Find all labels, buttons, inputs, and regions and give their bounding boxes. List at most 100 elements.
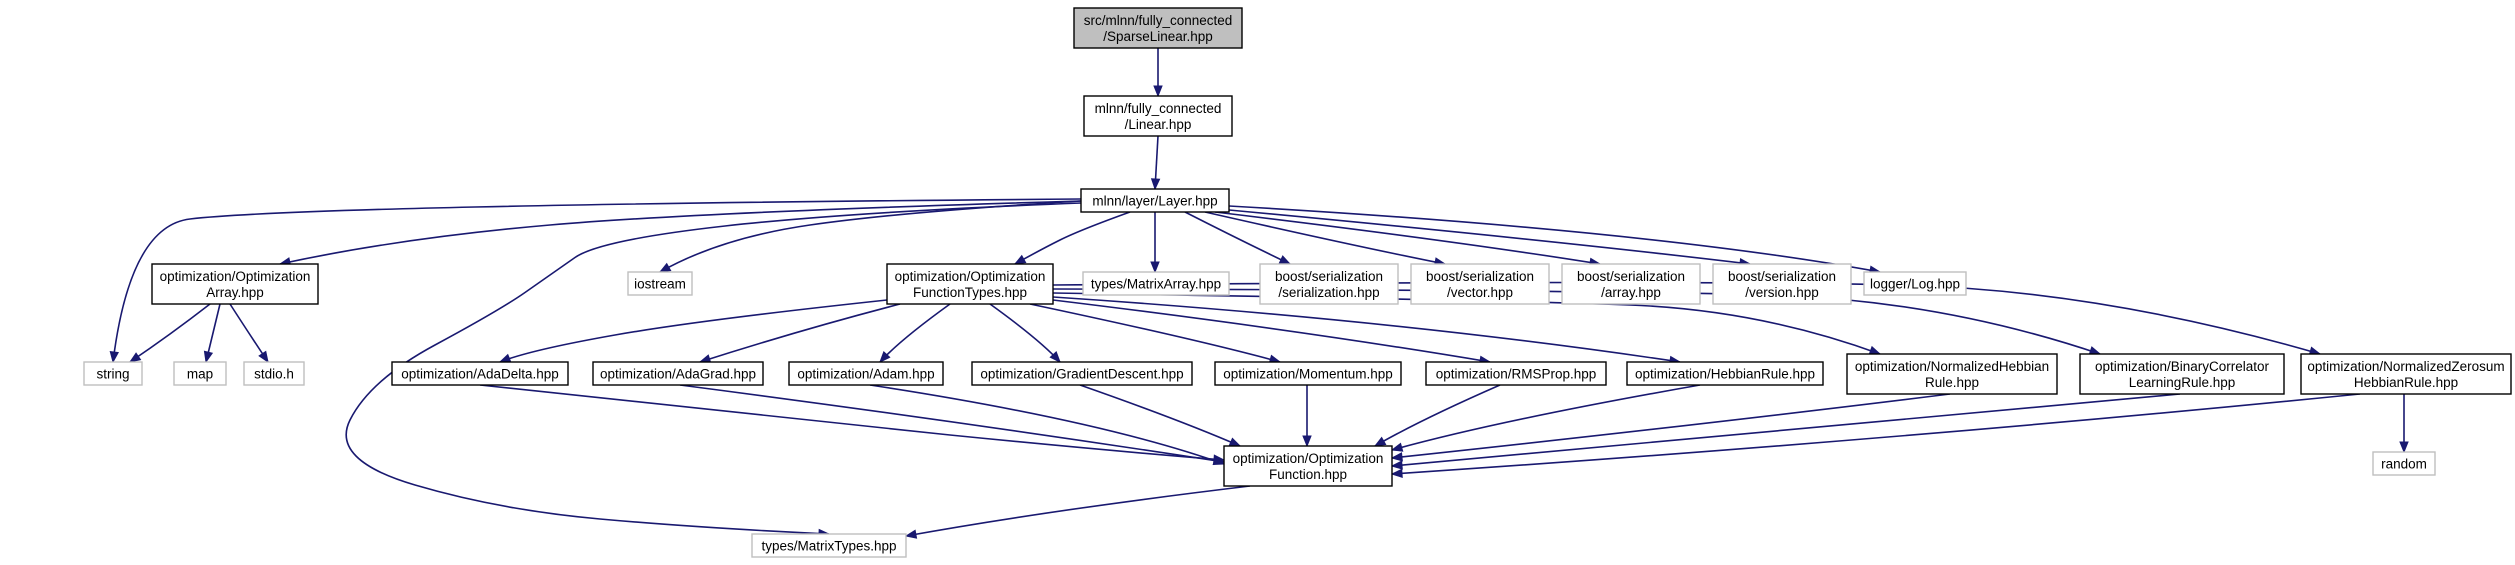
node-graddesc[interactable]: optimization/GradientDescent.hpp — [971, 361, 1193, 386]
node-box — [1073, 7, 1243, 49]
node-box — [173, 361, 227, 386]
edge-layer-to-string — [109, 198, 1082, 364]
node-box — [1083, 95, 1233, 137]
node-label: string — [96, 367, 129, 382]
node-label: optimization/GradientDescent.hpp — [980, 367, 1183, 382]
node-label: optimization/Momentum.hpp — [1223, 367, 1393, 382]
edge-layer-to-boostarr — [1214, 211, 1602, 268]
node-label: src/mlnn/fully_connected — [1084, 13, 1233, 28]
node-label: boost/serialization — [1577, 269, 1685, 284]
node-label: optimization/Optimization — [895, 269, 1046, 284]
edge-optfunctypes-to-graddesc — [989, 303, 1061, 363]
node-label: boost/serialization — [1728, 269, 1836, 284]
node-label: Array.hpp — [206, 285, 264, 300]
node-label: optimization/RMSProp.hpp — [1436, 367, 1597, 382]
edge-optarray-to-map — [203, 303, 221, 364]
node-linear[interactable]: mlnn/fully_connected/Linear.hpp — [1083, 95, 1233, 137]
node-boostarr: boost/serialization/array.hpp — [1561, 263, 1701, 305]
node-label: mlnn/fully_connected — [1095, 101, 1222, 116]
edge-hebbian-to-optfunc — [1390, 384, 1701, 452]
edge-optarray-to-stdio — [229, 303, 269, 364]
node-box — [1214, 361, 1402, 386]
node-label: optimization/HebbianRule.hpp — [1635, 367, 1815, 382]
edge-layer-to-boostvec — [1204, 211, 1447, 267]
edge-sparselinear-to-linear — [1153, 48, 1163, 98]
node-label: stdio.h — [254, 367, 294, 382]
node-sparselinear[interactable]: src/mlnn/fully_connected/SparseLinear.hp… — [1073, 7, 1243, 49]
node-hebbian[interactable]: optimization/HebbianRule.hpp — [1626, 361, 1824, 386]
edge-momentum-to-optfunc — [1302, 385, 1312, 448]
node-label: optimization/Optimization — [160, 269, 311, 284]
edge-layer-to-matrixarray — [1150, 212, 1160, 274]
nodes-layer: src/mlnn/fully_connected/SparseLinear.hp… — [83, 7, 2512, 558]
node-box — [1082, 271, 1230, 296]
node-box — [83, 361, 143, 386]
node-label: optimization/Adam.hpp — [797, 367, 934, 382]
node-box — [2372, 451, 2436, 476]
node-label: /vector.hpp — [1447, 285, 1513, 300]
node-label: random — [2381, 457, 2427, 472]
node-optfunctypes[interactable]: optimization/OptimizationFunctionTypes.h… — [886, 263, 1054, 305]
edge-layer-to-boostver — [1228, 209, 1752, 268]
node-label: optimization/AdaDelta.hpp — [401, 367, 559, 382]
node-label: /Linear.hpp — [1125, 117, 1192, 132]
node-box — [2079, 353, 2285, 395]
node-label: types/MatrixTypes.hpp — [761, 539, 896, 554]
node-label: logger/Log.hpp — [1870, 277, 1960, 292]
node-iostream: iostream — [627, 271, 693, 296]
node-stdio: stdio.h — [243, 361, 305, 386]
node-label: Function.hpp — [1269, 467, 1347, 482]
edge-optfunctypes-to-adagrad — [698, 303, 901, 364]
edge-layer-to-optarray — [278, 200, 1082, 267]
node-label: HebbianRule.hpp — [2354, 375, 2458, 390]
edge-optfunctypes-to-adadelta — [498, 299, 888, 363]
edge-optarray-to-string — [128, 303, 211, 363]
node-box — [2300, 353, 2512, 395]
node-label: iostream — [634, 277, 686, 292]
edge-optfunctypes-to-hebbian — [1052, 296, 1682, 366]
node-box — [886, 263, 1054, 305]
node-layer[interactable]: mlnn/layer/Layer.hpp — [1080, 188, 1230, 213]
node-rmsprop[interactable]: optimization/RMSProp.hpp — [1425, 361, 1607, 386]
node-box — [1561, 263, 1701, 305]
node-label: mlnn/layer/Layer.hpp — [1092, 194, 1217, 209]
node-normzero[interactable]: optimization/NormalizedZerosumHebbianRul… — [2300, 353, 2512, 395]
node-label: types/MatrixArray.hpp — [1091, 277, 1221, 292]
node-box — [1846, 353, 2058, 395]
node-label: LearningRule.hpp — [2129, 375, 2236, 390]
node-label: FunctionTypes.hpp — [913, 285, 1027, 300]
node-box — [971, 361, 1193, 386]
edge-normzero-to-random — [2399, 394, 2409, 454]
node-matrixtypes: types/MatrixTypes.hpp — [751, 533, 907, 558]
node-box — [627, 271, 693, 296]
node-label: optimization/AdaGrad.hpp — [600, 367, 756, 382]
node-label: optimization/BinaryCorrelator — [2095, 359, 2270, 374]
node-label: optimization/NormalizedHebbian — [1855, 359, 2049, 374]
node-box — [788, 361, 944, 386]
edge-adam-to-optfunc — [869, 384, 1226, 465]
edge-optfunctypes-to-adam — [879, 303, 951, 363]
node-string: string — [83, 361, 143, 386]
edge-normhebb-to-optfunc — [1390, 393, 1951, 462]
node-boostver: boost/serialization/version.hpp — [1712, 263, 1852, 305]
node-adam[interactable]: optimization/Adam.hpp — [788, 361, 944, 386]
node-adagrad[interactable]: optimization/AdaGrad.hpp — [592, 361, 764, 386]
node-bincorr[interactable]: optimization/BinaryCorrelatorLearningRul… — [2079, 353, 2285, 395]
node-map: map — [173, 361, 227, 386]
node-box — [1223, 445, 1393, 487]
node-box — [1410, 263, 1550, 305]
node-label: /version.hpp — [1745, 285, 1819, 300]
node-label: Rule.hpp — [1925, 375, 1979, 390]
edge-graddesc-to-optfunc — [1079, 384, 1242, 447]
node-box — [1080, 188, 1230, 213]
node-box — [1712, 263, 1852, 305]
node-label: optimization/NormalizedZerosum — [2307, 359, 2504, 374]
node-label: /array.hpp — [1601, 285, 1661, 300]
node-momentum[interactable]: optimization/Momentum.hpp — [1214, 361, 1402, 386]
edge-optfunctypes-to-rmsprop — [1052, 299, 1492, 365]
node-adadelta[interactable]: optimization/AdaDelta.hpp — [391, 361, 569, 386]
